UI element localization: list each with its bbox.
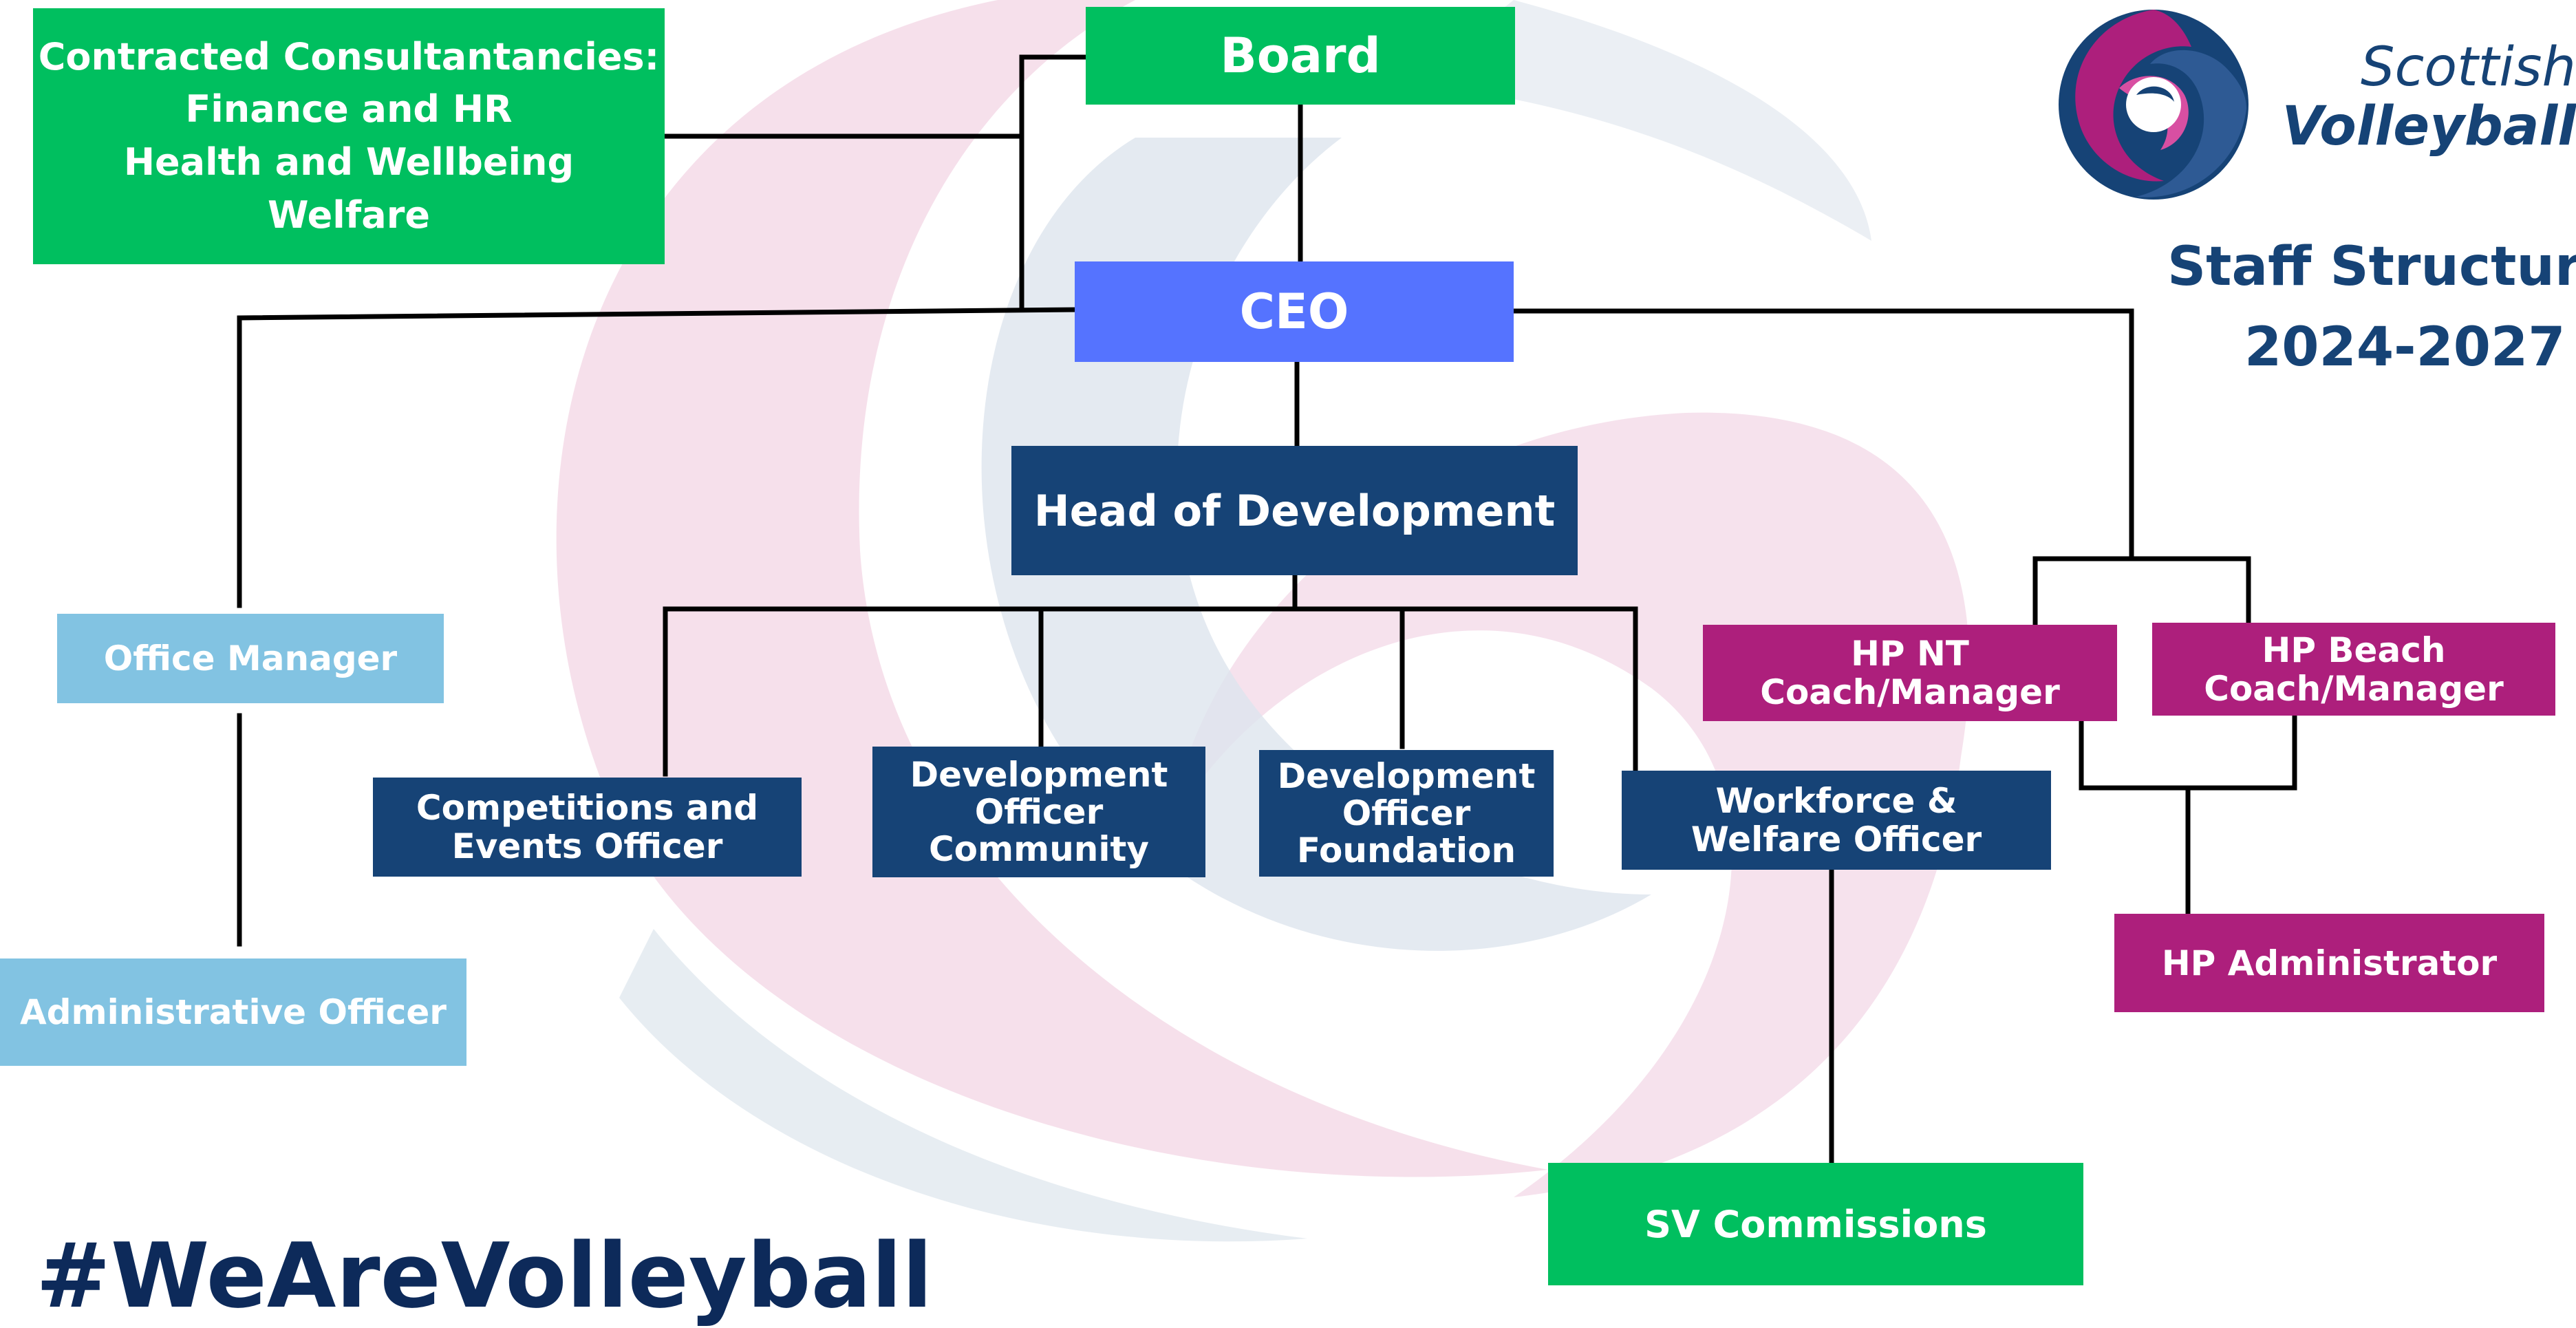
head-of-development-box: Head of Development	[1011, 446, 1578, 575]
connector-ceo-right	[1510, 308, 2134, 557]
board-label: Board	[1220, 28, 1381, 84]
connector-hp-top	[2032, 556, 2251, 629]
competitions-officer-box: Competitions and Events Officer	[373, 778, 802, 877]
hashtag-text: #WeAreVolleyball	[36, 1223, 933, 1328]
workforce-officer-box: Workforce & Welfare Officer	[1622, 771, 2051, 870]
hp-nt-label: HP NT Coach/Manager	[1760, 634, 2060, 712]
connector-ceo-left	[237, 307, 1080, 608]
office-manager-box: Office Manager	[57, 614, 444, 703]
hp-nt-box: HP NT Coach/Manager	[1703, 625, 2117, 721]
head-of-development-label: Head of Development	[1033, 485, 1556, 536]
hp-beach-box: HP Beach Coach/Manager	[2152, 623, 2555, 716]
hp-administrator-label: HP Administrator	[2161, 943, 2498, 983]
scottish-volleyball-logo-icon	[2059, 10, 2248, 200]
connector-hp-bottom	[2079, 713, 2297, 791]
hp-administrator-box: HP Administrator	[2114, 914, 2544, 1012]
board-box: Board	[1086, 7, 1515, 105]
workforce-officer-label: Workforce & Welfare Officer	[1690, 781, 1982, 859]
brand-name: Scottish Volleyball	[2264, 36, 2576, 158]
competitions-officer-label: Competitions and Events Officer	[416, 788, 759, 866]
sv-commissions-box: SV Commissions	[1548, 1163, 2083, 1285]
office-manager-label: Office Manager	[103, 639, 398, 678]
brand-name-line2: Volleyball	[2282, 95, 2576, 158]
connector-lines	[237, 54, 2297, 1166]
hp-beach-label: HP Beach Coach/Manager	[2204, 630, 2504, 709]
page-title: Staff Structure 2024-2027	[2167, 227, 2576, 388]
brand-name-line1: Scottish	[2360, 36, 2576, 98]
sv-commissions-label: SV Commissions	[1644, 1202, 1987, 1246]
page-title-line2: 2024-2027	[2244, 317, 2566, 378]
page-title-line1: Staff Structure	[2167, 236, 2576, 298]
dev-officer-foundation-box: Development Officer Foundation	[1259, 750, 1554, 877]
dev-officer-community-label: Development Officer Community	[910, 755, 1168, 869]
dev-officer-community-box: Development Officer Community	[872, 747, 1205, 877]
consultancies-box: Contracted Consultantancies: Finance and…	[33, 8, 665, 264]
ceo-label: CEO	[1239, 283, 1349, 340]
consultancies-label: Contracted Consultantancies: Finance and…	[38, 34, 660, 237]
administrative-officer-box: Administrative Officer	[0, 958, 466, 1066]
ceo-box: CEO	[1075, 261, 1514, 362]
dev-officer-foundation-label: Development Officer Foundation	[1277, 756, 1536, 870]
administrative-officer-label: Administrative Officer	[20, 992, 447, 1032]
